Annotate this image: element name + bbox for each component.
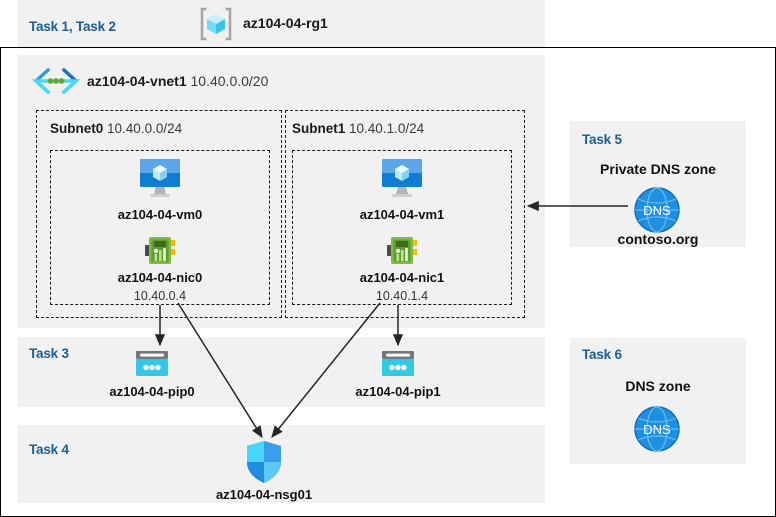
virtual-machine-0-name: az104-04-vm0 — [117, 207, 203, 222]
subnet-0-name: Subnet0 — [50, 121, 104, 136]
task-label-4: Task 4 — [29, 442, 69, 457]
public-ip-address-icon[interactable] — [381, 350, 415, 378]
resource-group-icon — [198, 6, 234, 42]
resource-group-name: az104-04-rg1 — [243, 15, 328, 31]
subnet-0-resource-group-box — [50, 150, 270, 305]
network-interface-0-name: az104-04-nic0 — [117, 270, 203, 285]
public-dns-zone-heading: DNS zone — [625, 378, 691, 394]
virtual-network-icon — [31, 67, 81, 95]
resource-group-name-text: az104-04-rg1 — [243, 15, 328, 31]
network-security-group-band — [18, 425, 545, 503]
subnet-1-title: Subnet1 10.40.1.0/24 — [292, 121, 424, 136]
private-dns-zone-heading: Private DNS zone — [600, 161, 716, 177]
dns-zone-icon[interactable]: DNS — [631, 184, 683, 236]
virtual-network-title: az104-04-vnet1 10.40.0.0/20 — [87, 73, 268, 89]
virtual-machine-icon[interactable] — [379, 157, 425, 199]
network-interface-0-ip: 10.40.0.4 — [133, 289, 187, 303]
network-interface-1-name: az104-04-nic1 — [359, 270, 445, 285]
task-label-5: Task 5 — [582, 132, 622, 147]
resource-group-header-band — [18, 0, 545, 47]
network-security-group-icon[interactable] — [245, 440, 283, 484]
subnet-0-boundary — [36, 110, 282, 318]
public-ip-0-name: az104-04-pip0 — [109, 384, 195, 399]
dns-zone-icon-label: DNS — [643, 422, 671, 437]
virtual-network-name: az104-04-vnet1 — [87, 73, 187, 89]
network-interface-1-ip: 10.40.1.4 — [375, 289, 429, 303]
task-label-3: Task 3 — [29, 346, 69, 361]
network-interface-icon[interactable] — [387, 236, 419, 266]
virtual-machine-1-name: az104-04-vm1 — [359, 207, 445, 222]
subnet-0-cidr: 10.40.0.0/24 — [107, 121, 183, 136]
task-label-1-2: Task 1, Task 2 — [29, 19, 116, 34]
task-label-6: Task 6 — [582, 347, 622, 362]
subnet-0-title: Subnet0 10.40.0.0/24 — [50, 121, 182, 136]
public-ip-address-icon[interactable] — [135, 350, 169, 378]
virtual-network-cidr: 10.40.0.0/20 — [190, 73, 269, 89]
network-interface-icon[interactable] — [145, 236, 177, 266]
dns-zone-icon-label: DNS — [643, 203, 671, 218]
private-dns-zone-name: contoso.org — [617, 231, 699, 247]
network-security-group-name: az104-04-nsg01 — [215, 487, 313, 502]
subnet-1-resource-group-box — [292, 150, 512, 305]
virtual-machine-icon[interactable] — [137, 157, 183, 199]
subnet-1-name: Subnet1 — [292, 121, 346, 136]
dns-zone-icon[interactable]: DNS — [631, 403, 683, 455]
subnet-1-cidr: 10.40.1.0/24 — [349, 121, 425, 136]
public-ip-1-name: az104-04-pip1 — [355, 384, 441, 399]
subnet-1-boundary — [285, 110, 525, 318]
